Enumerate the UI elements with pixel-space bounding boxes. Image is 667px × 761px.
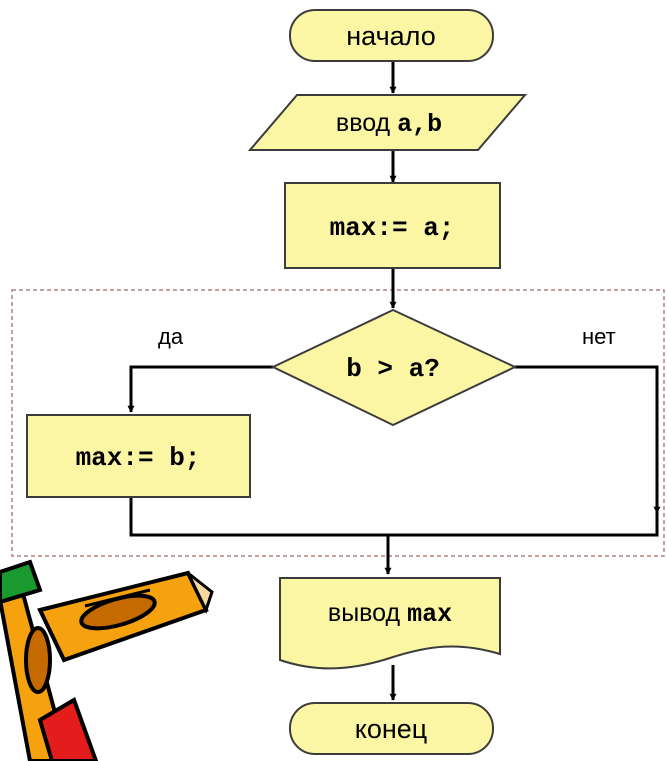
no-branch-label: нет bbox=[582, 324, 616, 349]
arrow-no-branch bbox=[515, 365, 661, 514]
merge-line bbox=[129, 497, 659, 537]
connectors bbox=[127, 61, 661, 701]
start-terminator bbox=[289, 9, 494, 62]
pencil-clipart-icon bbox=[0, 559, 214, 761]
process-assign-a bbox=[284, 182, 501, 269]
assign-a-label: max:= a; bbox=[330, 213, 455, 243]
arrow-yes-branch bbox=[127, 365, 273, 413]
output-keyword: вывод bbox=[328, 599, 407, 627]
decision-label: b > a? bbox=[346, 354, 440, 384]
output-label: вывод max bbox=[328, 599, 452, 629]
branch-region-dashed-frame bbox=[11, 289, 665, 557]
end-label: конец bbox=[355, 714, 428, 744]
input-label: ввод a,b bbox=[336, 109, 442, 139]
input-keyword: ввод bbox=[336, 109, 397, 137]
process-assign-b bbox=[26, 414, 251, 498]
output-variable: max bbox=[407, 600, 452, 629]
end-terminator bbox=[289, 702, 494, 755]
yes-branch-label: да bbox=[158, 324, 184, 349]
output-document bbox=[279, 577, 501, 670]
decision-diamond bbox=[270, 308, 518, 427]
input-parallelogram bbox=[247, 94, 528, 151]
start-label: начало bbox=[346, 21, 436, 51]
assign-b-label: max:= b; bbox=[76, 443, 201, 473]
input-variables: a,b bbox=[397, 110, 442, 139]
